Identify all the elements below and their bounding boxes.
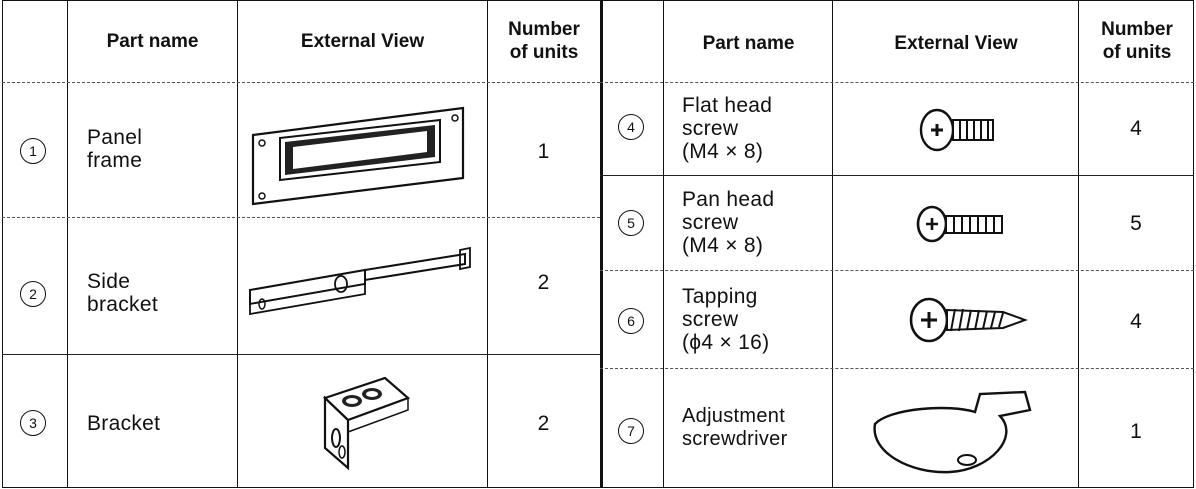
center-divider: [600, 0, 603, 488]
unit-count: 2: [537, 412, 550, 435]
bracket-icon: [322, 376, 411, 471]
part-name: Pan head screw (M4 × 8): [682, 188, 775, 257]
row-number-badge: 6: [618, 308, 644, 334]
unit-count: 4: [1130, 310, 1142, 333]
header-part-name: Part name: [106, 31, 199, 52]
adjustment-screwdriver-icon: [873, 390, 1032, 474]
column-divider: [832, 0, 833, 488]
row-divider: [2, 82, 600, 83]
unit-count: 1: [537, 140, 550, 163]
unit-count: 5: [1130, 212, 1142, 235]
part-name: Panel frame: [87, 126, 143, 172]
side-bracket-icon: [249, 246, 471, 316]
column-divider: [1078, 0, 1079, 488]
flat-head-screw-icon: [919, 108, 994, 152]
row-divider: [600, 82, 1194, 83]
header-number-of-units: Number of units: [508, 19, 580, 63]
row-divider: [2, 354, 600, 355]
header-number-of-units: Number of units: [1101, 19, 1173, 63]
row-divider: [600, 175, 1194, 176]
unit-count: 1: [1130, 420, 1142, 443]
part-name: Side bracket: [87, 270, 158, 316]
panel-frame-icon: [251, 106, 465, 206]
tapping-screw-icon: [909, 297, 1028, 343]
column-divider: [487, 0, 488, 488]
header-external-view: External View: [300, 31, 425, 52]
header-part-name: Part name: [702, 33, 795, 54]
unit-count: 2: [537, 271, 550, 294]
row-number-badge: 4: [618, 114, 644, 140]
row-number-badge: 3: [20, 410, 46, 436]
row-number-badge: 7: [618, 418, 644, 444]
part-name: Flat head screw (M4 × 8): [682, 94, 773, 163]
row-divider: [600, 368, 1194, 369]
column-divider: [67, 0, 68, 488]
header-external-view: External View: [894, 33, 1018, 54]
row-divider: [600, 270, 1194, 271]
pan-head-screw-icon: [916, 205, 1003, 243]
row-number-badge: 1: [20, 138, 46, 164]
row-number-badge: 2: [20, 281, 46, 307]
column-divider: [237, 0, 238, 488]
row-number-badge: 5: [618, 210, 644, 236]
column-divider: [663, 0, 664, 488]
unit-count: 4: [1130, 117, 1142, 140]
part-name: Tapping screw (ϕ4 × 16): [682, 285, 770, 354]
row-divider: [2, 217, 600, 218]
part-name: Bracket: [87, 412, 161, 435]
part-name: Adjustment screwdriver: [682, 405, 788, 450]
